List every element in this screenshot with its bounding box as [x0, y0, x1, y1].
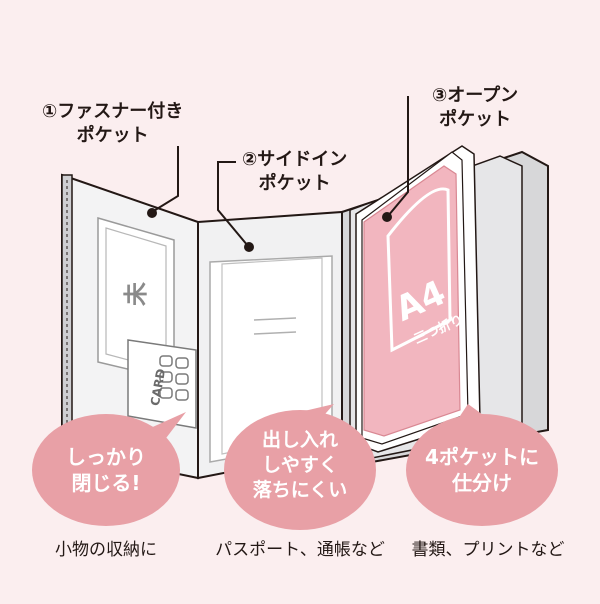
bubble-2-line2: しやすく [262, 454, 338, 476]
side-in-label-line1: ②サイドイン [242, 149, 348, 170]
open-pocket-label: ③オープン ポケット [432, 84, 518, 132]
leader-dots [147, 208, 392, 252]
leader-lines [151, 96, 409, 247]
caption-small-items: 小物の収納に [55, 540, 157, 560]
bubble-shapes [32, 404, 558, 530]
bubble-2-line3: 落ちにくい [252, 479, 348, 501]
open-pocket-page: A4 三つ折り [341, 145, 549, 464]
bubble-3-line1: 4ポケットに [425, 445, 539, 469]
bubble-four-pockets: 4ポケットに 仕分け [406, 444, 558, 496]
fastener-label-line2: ポケット [76, 125, 149, 146]
open-label-line1: ③オープン [432, 85, 519, 106]
ticket-icon: 未 [97, 217, 175, 381]
a4-paper-icon: A4 三つ折り [363, 165, 466, 437]
card-label: CARD [148, 368, 168, 407]
bubble-easy-access: 出し入れ しやすく 落ちにくい [224, 428, 376, 503]
side-in-pocket-label: ②サイドイン ポケット [242, 148, 347, 196]
open-label-line2: ポケット [439, 109, 512, 130]
bubble-1-line2: 閉じる! [71, 471, 141, 495]
zipper-pocket-page: 未 CARD [61, 173, 199, 480]
stamp-char: 未 [122, 282, 150, 306]
bubble-3-line2: 仕分け [452, 471, 512, 495]
side-in-label-line2: ポケット [258, 173, 331, 194]
bubble-1-line1: しっかり [66, 445, 146, 469]
bubble-2-line1: 出し入れ [261, 429, 338, 451]
caption-documents: 書類、プリントなど [411, 540, 565, 560]
fastener-label-line1: ①ファスナー付き [42, 101, 184, 122]
caption-passport: パスポート、通帳など [215, 540, 385, 560]
card-icon: CARD [127, 339, 197, 429]
bubble-secure-close: しっかり 閉じる! [32, 444, 180, 496]
fastener-pocket-label: ①ファスナー付き ポケット [42, 100, 183, 148]
